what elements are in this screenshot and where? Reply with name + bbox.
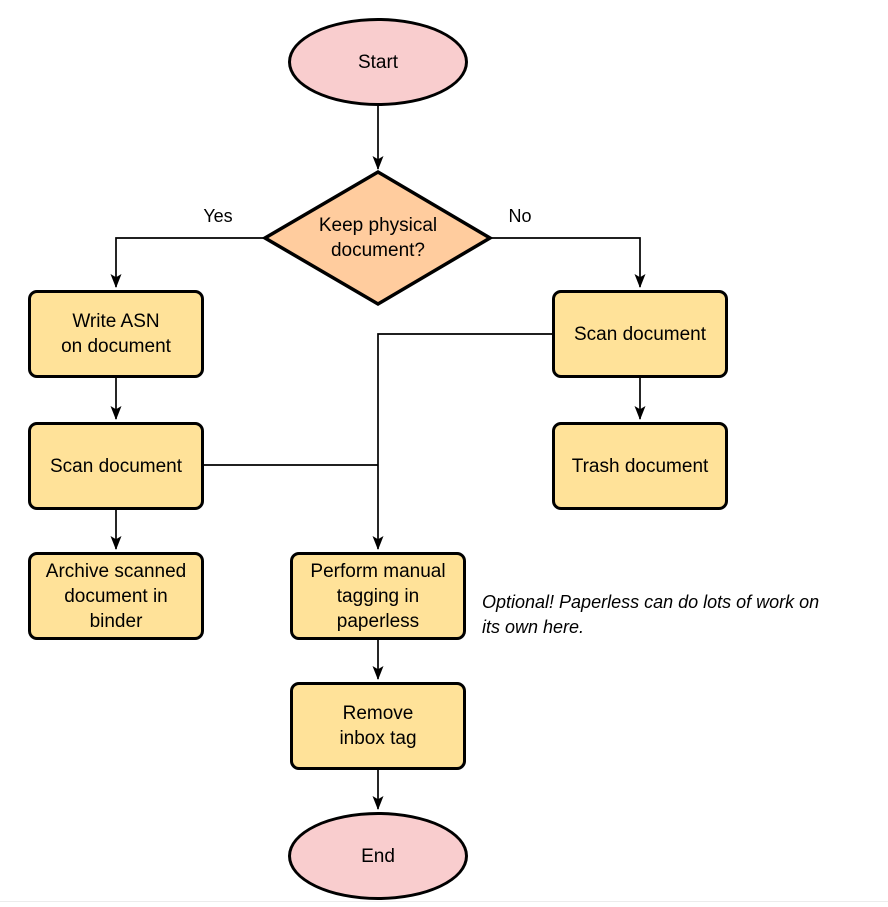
edge-decision-yes-to-write-asn [110, 237, 265, 288]
edge-scan-right-to-tagging [372, 333, 553, 550]
node-end: End [288, 812, 468, 900]
optional-note-text: Optional! Paperless can do lots of work … [482, 592, 820, 637]
decision-diamond-shape [261, 169, 494, 307]
node-decision-label: Keep physical document? [318, 215, 438, 261]
node-write-asn-on-document: Write ASN on document [28, 290, 204, 378]
edge-label-yes: Yes [203, 206, 233, 226]
node-scan-document-left: Scan document [28, 422, 204, 510]
bottom-divider-line [0, 901, 888, 902]
node-archive-scanned-document: Archive scanned document in binder [28, 552, 204, 640]
node-perform-manual-tagging: Perform manual tagging in paperless [290, 552, 466, 640]
edge-label-no: No [508, 206, 532, 226]
edge-decision-no-to-scan-right [490, 237, 646, 288]
node-scan-document-right: Scan document [552, 290, 728, 378]
node-remove-inbox-tag: Remove inbox tag [290, 682, 466, 770]
node-trash-document: Trash document [552, 422, 728, 510]
node-start: Start [288, 18, 468, 106]
